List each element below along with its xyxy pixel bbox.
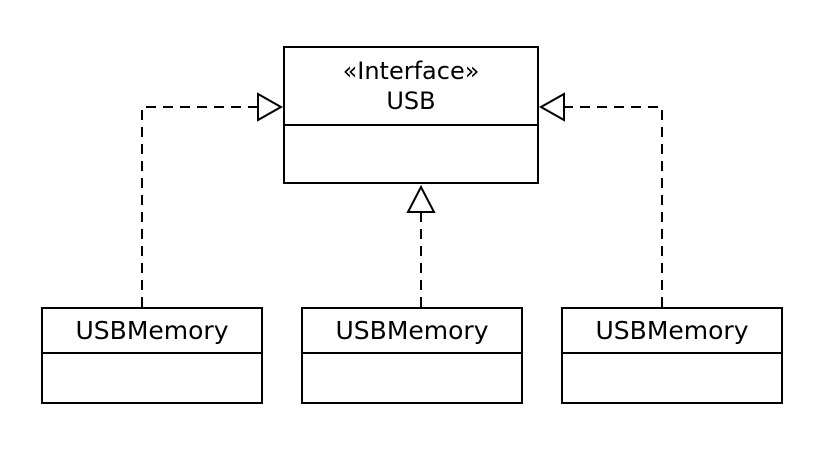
realization-connector-middle [406,184,436,307]
realization-connector-left [141,92,284,307]
realization-dashed-line-right [564,106,663,307]
interface-name-label: USB [386,87,436,115]
realization-arrowhead-icon-middle [406,184,436,213]
interface-attributes-compartment [285,126,537,182]
class-attributes-compartment [303,354,521,402]
interface-title-compartment: «Interface» USB [285,48,537,126]
realization-connector-right [538,92,663,307]
class-title-compartment: USBMemory [303,309,521,354]
class-name-label: USBMemory [75,316,229,345]
class-box-usbmemory-left: USBMemory [41,307,263,404]
realization-arrowhead-icon-right [538,92,565,122]
class-attributes-compartment [563,354,781,402]
class-box-usbmemory-middle: USBMemory [301,307,523,404]
class-name-label: USBMemory [335,316,489,345]
class-title-compartment: USBMemory [43,309,261,354]
realization-dashed-line-left [141,106,258,307]
interface-box-usb: «Interface» USB [283,46,539,184]
class-box-usbmemory-right: USBMemory [561,307,783,404]
class-name-label: USBMemory [595,316,749,345]
interface-stereotype-label: «Interface» [342,57,480,85]
class-title-compartment: USBMemory [563,309,781,354]
realization-arrowhead-icon-left [257,92,284,122]
class-attributes-compartment [43,354,261,402]
